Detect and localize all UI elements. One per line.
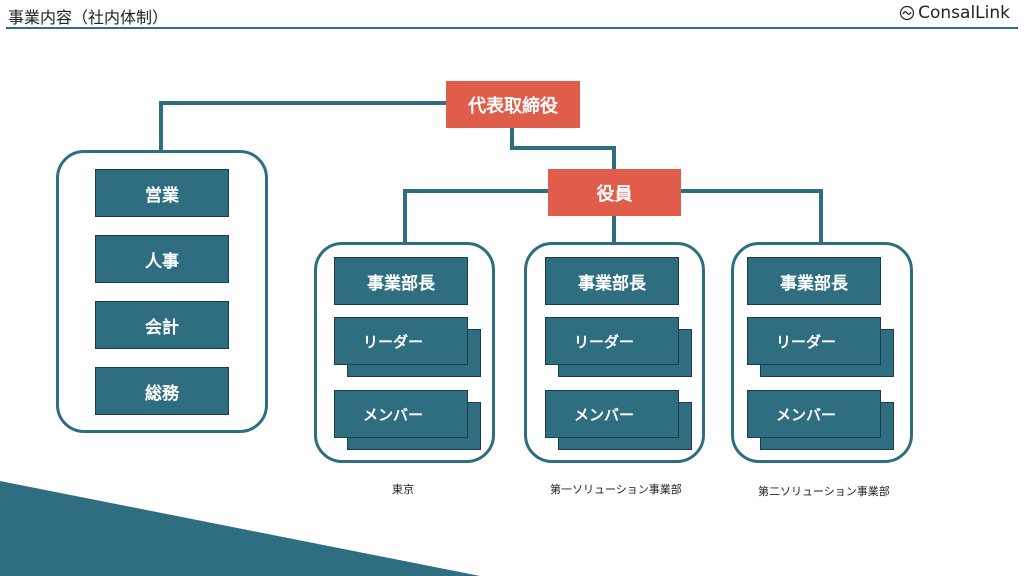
- division-caption: 東京: [392, 483, 414, 496]
- ceo-box: 代表取締役: [446, 81, 580, 128]
- staff-box-accounting: 会計: [95, 301, 229, 349]
- page-title: 事業内容（社内体制）: [8, 8, 169, 27]
- division-head-box: 事業部長: [747, 257, 881, 305]
- division-head-label: 事業部長: [367, 273, 435, 294]
- division-head-label: 事業部長: [780, 273, 848, 294]
- staff-label: 営業: [145, 185, 179, 206]
- member-stack: メンバー: [334, 390, 481, 450]
- staff-box-sales: 営業: [95, 169, 229, 217]
- member-stack: メンバー: [545, 390, 692, 450]
- division-caption: 第二ソリューション事業部: [758, 485, 890, 498]
- leader-stack: リーダー: [747, 317, 894, 377]
- division-caption: 第一ソリューション事業部: [550, 483, 682, 496]
- staff-label: 人事: [145, 251, 179, 272]
- leader-label: リーダー: [574, 332, 635, 351]
- staff-label: 会計: [145, 317, 179, 338]
- member-label: メンバー: [776, 405, 837, 424]
- officers-label: 役員: [596, 183, 633, 205]
- brand-logo: ConsalLink: [899, 3, 1010, 23]
- member-label: メンバー: [574, 405, 635, 424]
- corner-decoration: [0, 481, 480, 576]
- staff-box-hr: 人事: [95, 235, 229, 283]
- leader-stack: リーダー: [334, 317, 481, 377]
- brand-name: ConsalLink: [918, 3, 1010, 23]
- staff-box-general-affairs: 総務: [95, 367, 229, 415]
- staff-label: 総務: [145, 383, 179, 404]
- consallink-logo-icon: [900, 5, 915, 21]
- division-head-label: 事業部長: [578, 273, 646, 294]
- division-head-box: 事業部長: [545, 257, 679, 305]
- leader-stack: リーダー: [545, 317, 692, 377]
- leader-label: リーダー: [776, 332, 837, 351]
- ceo-label: 代表取締役: [468, 95, 558, 117]
- division-head-box: 事業部長: [334, 257, 468, 305]
- header-divider: [6, 27, 1018, 29]
- member-label: メンバー: [363, 405, 424, 424]
- officers-box: 役員: [548, 169, 681, 216]
- leader-label: リーダー: [363, 332, 424, 351]
- member-stack: メンバー: [747, 390, 894, 450]
